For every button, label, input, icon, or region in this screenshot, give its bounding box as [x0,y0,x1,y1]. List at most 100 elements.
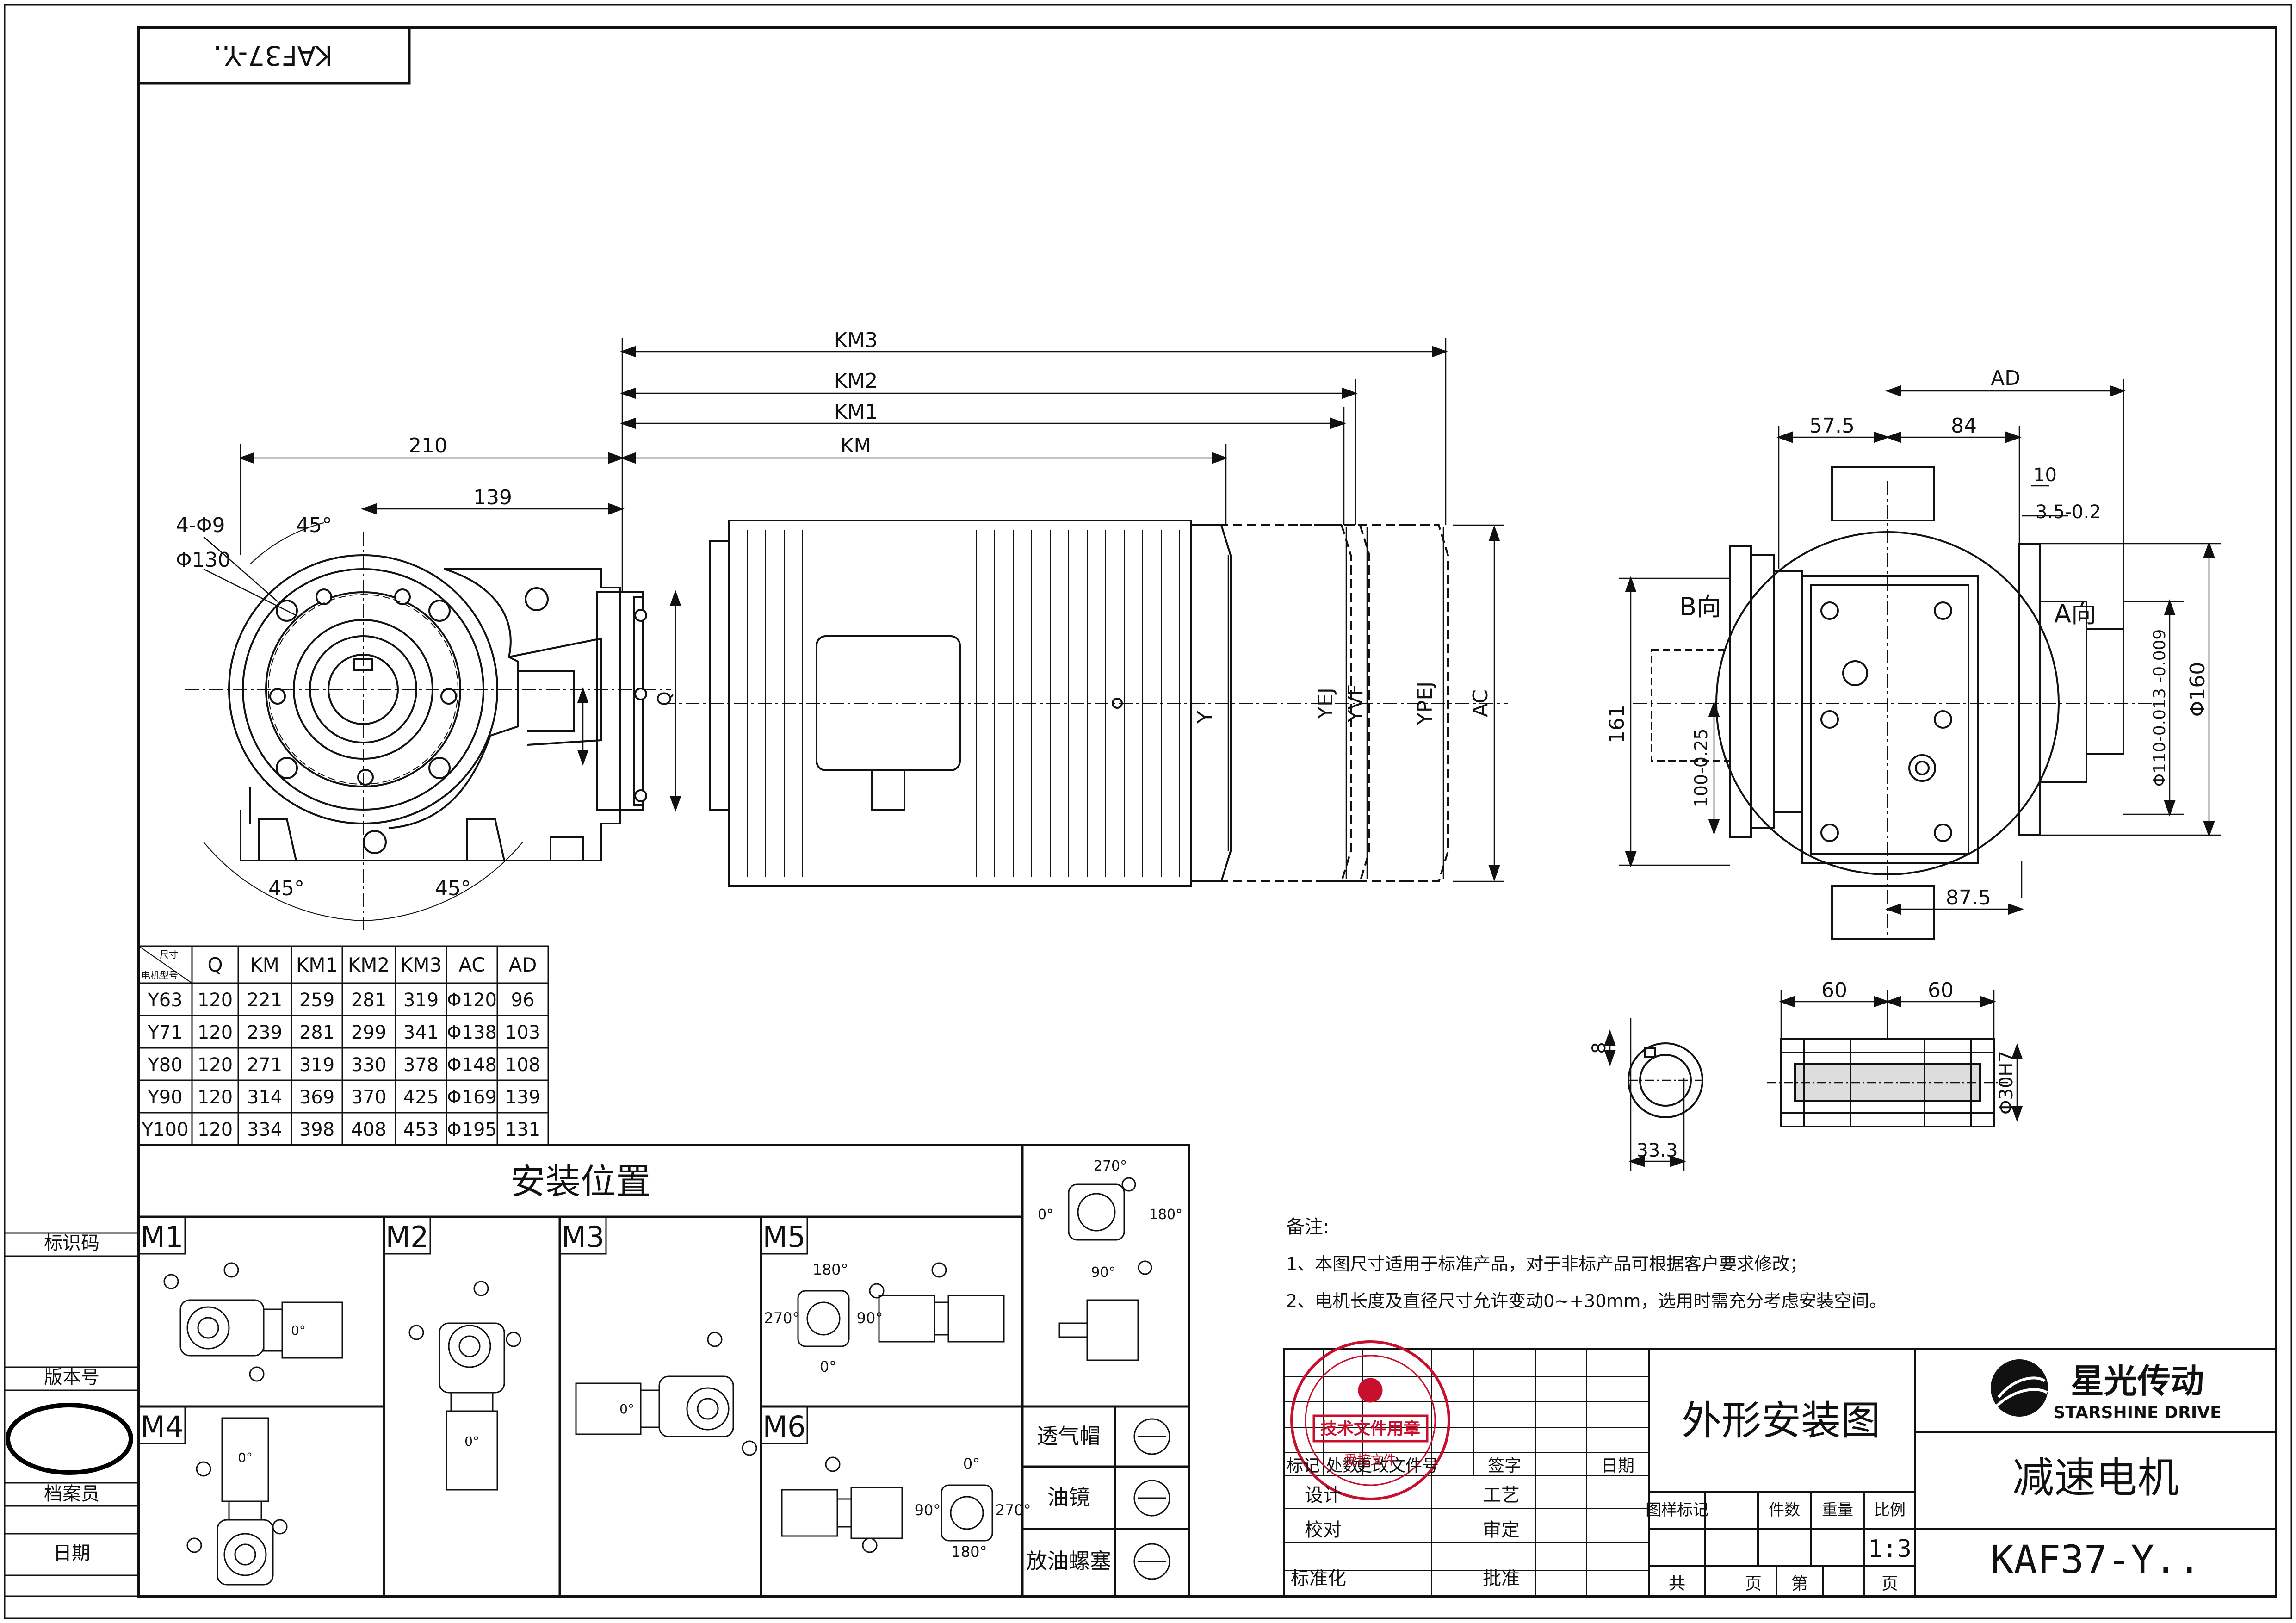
dim-ac: AC [1469,689,1492,717]
table-cell: 319 [299,1054,334,1076]
notes-line-1: 1、本图尺寸适用于标准产品，对于非标产品可根据客户要求修改； [1286,1254,1807,1274]
table-row: Y90 120 314 369 370 425 Φ169 139 [147,1087,540,1108]
table-cell: 139 [505,1087,540,1108]
position-sketch-m6 [781,1456,993,1553]
orientation-key [1058,1177,1152,1361]
dim-139: 139 [473,486,512,509]
center-lines-front [185,532,671,930]
position-label-m3: M3 [562,1220,605,1254]
table-cell: 120 [198,1119,233,1140]
dim-yej: YEJ [1314,688,1337,719]
table-cell: Y100 [142,1119,189,1140]
table-cell: Φ195 [447,1119,497,1140]
drawing-title: 外形安装图 [1682,1398,1881,1444]
white-ellipse [10,1407,129,1470]
dim-ad: AD [1991,366,2020,390]
tb-pages-1: 页 [1745,1574,1762,1593]
position-sketch-m2 [408,1281,521,1491]
center-lines-end [1633,481,2156,939]
legend-breather: 透气帽 [1037,1424,1101,1449]
table-cell: 221 [247,990,282,1011]
table-cell: Φ120 [447,990,497,1011]
dim-10: 10 [2033,465,2057,486]
dim-holes: 4-Φ9 [176,514,225,537]
tb-weight: 重量 [1822,1501,1853,1519]
tb-header-mark: 标记 [1287,1456,1320,1475]
dim-100: 100-0.25 [1691,729,1711,808]
table-cell: 120 [198,990,233,1011]
dim-60-right: 60 [1928,979,1954,1002]
table-header-km: KM [250,954,279,976]
position-sketch-m5 [797,1262,1005,1347]
table-cell: Y63 [147,990,182,1011]
product-name: 减速电机 [2012,1454,2179,1502]
tb-header-sign: 签字 [1488,1456,1521,1475]
position-label-m4: M4 [141,1410,184,1443]
mounting-title: 安装位置 [510,1161,651,1202]
table-cell: 281 [299,1022,334,1043]
angle-180-m5: 180° [812,1261,848,1278]
angle-arcs [203,522,523,921]
table-cell: 408 [351,1119,386,1140]
dim-yvf: YVF [1344,684,1368,723]
dim-km2: KM2 [834,369,878,393]
angle-90-key: 90° [1091,1264,1115,1281]
end-view-dimensions [1619,379,2221,915]
side-label-id: 标识码 [44,1233,99,1254]
dim-y: Y [1194,711,1217,724]
table-cell: 120 [198,1054,233,1076]
table-row: Y63 120 221 259 281 319 Φ120 96 [147,990,534,1011]
legend-drain-plug: 放油螺塞 [1026,1549,1111,1573]
angle-90-m6: 90° [915,1501,941,1519]
table-header-ad: AD [508,954,537,976]
position-sketch-m1 [163,1262,343,1382]
legend-icons [1133,1418,1170,1580]
table-cell: 378 [403,1054,439,1076]
table-cell: 330 [351,1054,386,1076]
table-header-km1: KM1 [296,954,338,976]
table-cell: 120 [198,1087,233,1108]
table-cell: 96 [511,990,535,1011]
label-a-direction: A向 [2054,599,2096,628]
approval-stamp [1290,1340,1450,1500]
table-cell: 103 [505,1022,540,1043]
angle-0-m4: 0° [238,1450,253,1465]
table-cell: Φ169 [447,1087,497,1108]
tb-design: 设计 [1305,1485,1342,1506]
side-label-date: 日期 [53,1542,90,1564]
table-cell: 259 [299,990,334,1011]
angle-90-m5: 90° [857,1309,883,1327]
dim-33-3: 33.3 [1636,1140,1677,1161]
end-view [1651,466,2124,940]
stamp-subtext: 受控文件 [1344,1452,1396,1468]
stamp-text: 技术文件用章 [1320,1419,1420,1438]
angle-270-m6: 270° [995,1501,1031,1519]
angle-270-m5: 270° [764,1309,799,1327]
angle-180-key: 180° [1149,1207,1182,1223]
tb-total: 共 [1669,1574,1685,1593]
position-sketch-m3 [575,1332,757,1456]
position-tabs [138,1216,808,1444]
table-cell: 425 [403,1087,439,1108]
model-number: KAF37-Y.. [1990,1537,2201,1582]
angle-0-key: 0° [1038,1207,1053,1223]
table-cell: 281 [351,990,386,1011]
tb-pages-2: 页 [1881,1574,1898,1593]
table-cell: 398 [299,1119,334,1140]
table-cell: 319 [403,990,439,1011]
table-header-ac: AC [458,954,485,976]
position-label-m5: M5 [763,1220,806,1254]
angle-0-m6: 0° [963,1455,980,1473]
table-cell: 369 [299,1087,334,1108]
tb-scale-label: 比例 [1874,1501,1906,1519]
dim-ypej: YPEJ [1413,681,1437,725]
table-cell: 271 [247,1054,282,1076]
table-cell: 131 [505,1119,540,1140]
table-cell: Φ138 [447,1022,497,1043]
dim-3-5: 3.5-0.2 [2036,502,2101,523]
table-cell: Φ148 [447,1054,497,1076]
table-cell: 120 [198,1022,233,1043]
position-label-m1: M1 [141,1220,184,1254]
angle-0-m3: 0° [619,1401,634,1417]
